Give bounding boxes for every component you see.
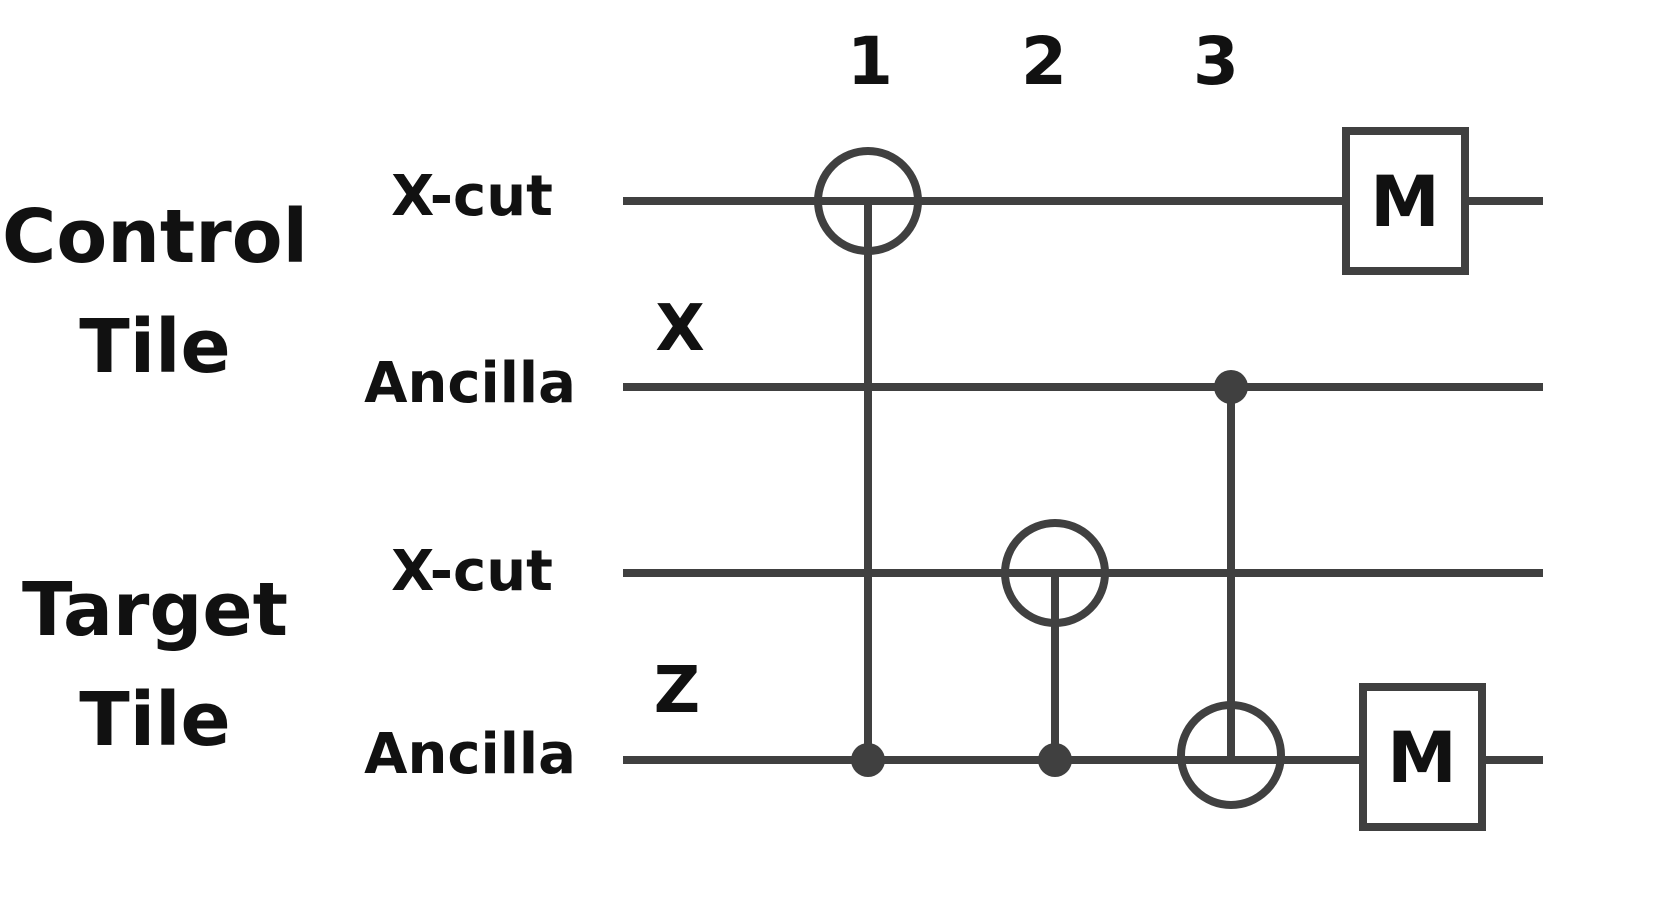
qubit-label-3: Ancilla <box>364 722 576 787</box>
measurement-box-qubit-3: M <box>1359 683 1486 831</box>
measurement-box-qubit-0: M <box>1342 127 1469 275</box>
qubit-label-1: Ancilla <box>364 351 576 416</box>
group-label-control-line2: Tile <box>79 304 230 390</box>
group-label-target-line1: Target <box>22 567 288 653</box>
cnot-gate-step-2 <box>1001 519 1109 777</box>
cnot-gate-step-3 <box>1177 370 1285 809</box>
measurement-label: M <box>1387 717 1457 799</box>
cnot-target-symbol <box>814 147 922 255</box>
cnot-control-dot <box>1038 743 1072 777</box>
group-label-target-line2: Tile <box>79 677 230 763</box>
cnot-gate-step-1 <box>814 147 922 777</box>
step-label-1: 1 <box>847 23 893 100</box>
step-label-3: 3 <box>1193 23 1239 100</box>
cnot-control-dot <box>1214 370 1248 404</box>
measurement-label: M <box>1370 161 1440 243</box>
qubit-label-0: X-cut <box>391 164 553 229</box>
basis-label-z: Z <box>654 654 700 728</box>
cnot-target-symbol <box>1001 519 1109 627</box>
cnot-target-symbol <box>1177 701 1285 809</box>
group-label-control-line1: Control <box>2 194 308 280</box>
step-label-2: 2 <box>1021 23 1067 100</box>
qubit-label-2: X-cut <box>391 539 553 604</box>
cnot-control-dot <box>851 743 885 777</box>
basis-label-x: X <box>655 292 704 366</box>
